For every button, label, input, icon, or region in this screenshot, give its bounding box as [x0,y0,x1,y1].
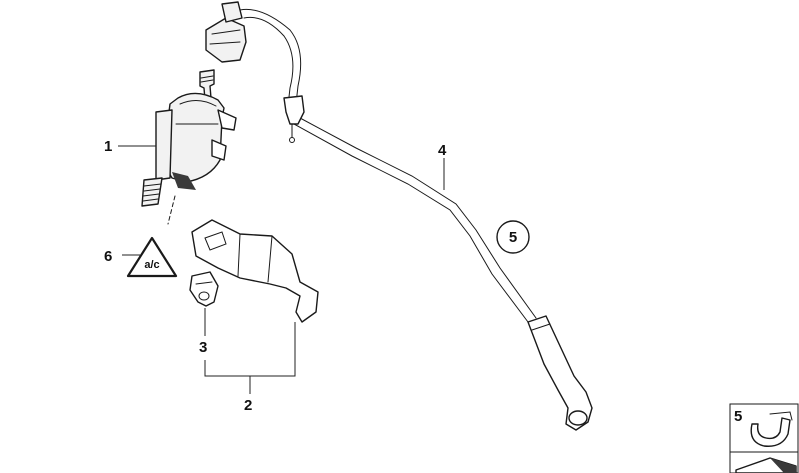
callout-5-circle: 5 [496,220,530,254]
callout-4: 4 [438,142,447,159]
detail-box-label: 5 [734,408,742,425]
part-2-bracket [191,219,319,323]
part-6-warning-label: a/c [126,236,178,278]
pad-icon [735,457,797,473]
callout-5: 5 [509,229,517,246]
hose-clip-icon [750,411,793,447]
warning-triangle-icon [126,236,178,278]
callout-3: 3 [199,339,207,356]
triangle-label-text: a/c [144,259,159,271]
callout-1: 1 [104,138,112,155]
callout-6: 6 [104,248,112,265]
part-3-clip [189,271,219,307]
callout-2: 2 [244,397,252,414]
detail-box: 5 [729,403,799,473]
part-4-hose [205,1,593,431]
part-1-valve [141,69,237,225]
leader-2 [204,322,296,377]
